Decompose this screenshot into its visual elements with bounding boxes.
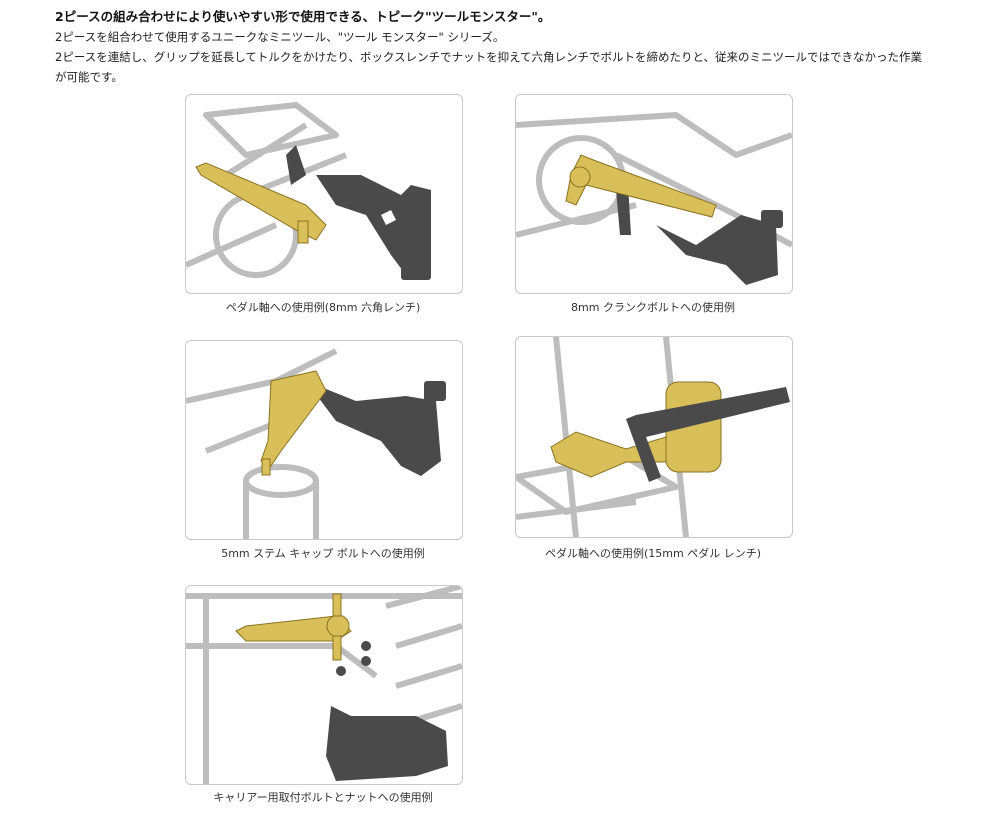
pedal-wrench-illustration xyxy=(515,336,793,538)
figure-caption: キャリアー用取付ボルトとナットへの使用例 xyxy=(213,791,433,804)
intro-line-1: 2ピースを組合わせて使用するユニークなミニツール、"ツール モンスター" シリー… xyxy=(55,30,505,44)
figure-caption: ペダル軸への使用例(8mm 六角レンチ) xyxy=(225,301,421,314)
intro-heading: 2ピースの組み合わせにより使いやすい形で使用できる、トピーク"ツールモンスター"… xyxy=(55,9,551,24)
figure-caption: 5mm ステム キャップ ボルトへの使用例 xyxy=(221,547,425,560)
stem-cap-bolt-illustration xyxy=(185,340,463,540)
crank-bolt-illustration xyxy=(515,94,793,294)
pedal-axle-hex-illustration xyxy=(185,94,463,294)
carrier-bolt-illustration xyxy=(185,585,463,785)
figure-caption: ペダル軸への使用例(15mm ペダル レンチ) xyxy=(544,547,761,560)
intro-line-3: が可能です。 xyxy=(55,70,123,84)
figure-caption: 8mm クランクボルトへの使用例 xyxy=(571,301,735,314)
intro-line-2: 2ピースを連結し、グリップを延長してトルクをかけたり、ボックスレンチでナットを抑… xyxy=(55,50,923,64)
